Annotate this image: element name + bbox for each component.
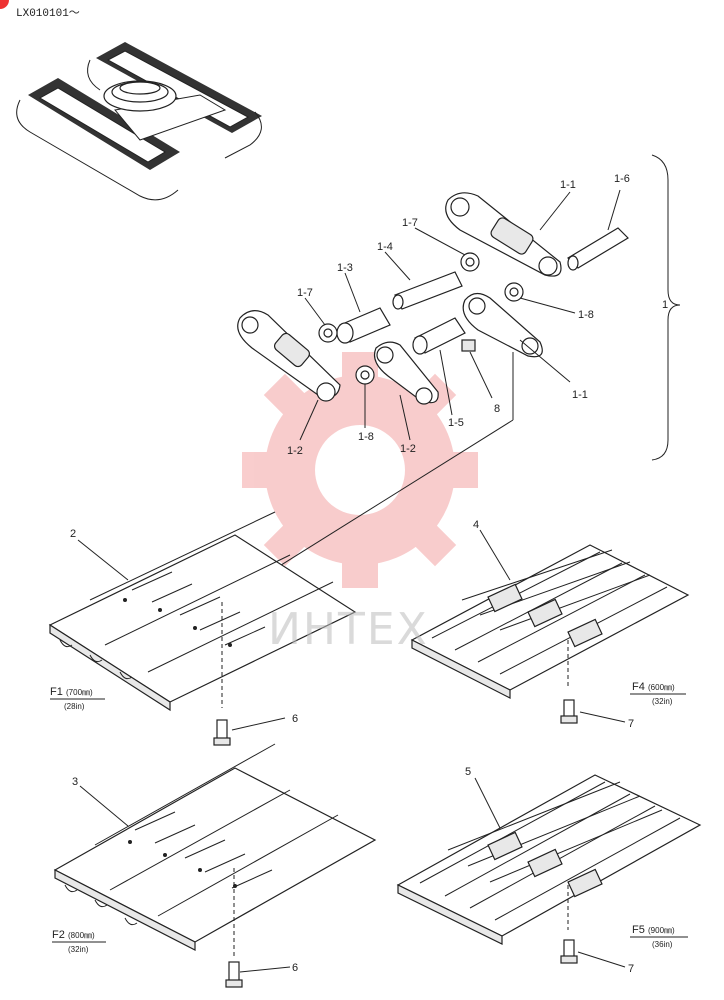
bushing-1-3 [336, 307, 391, 344]
track-shoe-3 [53, 743, 377, 951]
bolt-7-upper [560, 699, 578, 724]
shoe-code-f5: F5 [632, 924, 645, 936]
watermark-gear-icon [242, 352, 478, 588]
leader-lines-lower [77, 539, 626, 973]
nut-8 [461, 339, 476, 352]
shoe-width-mm-f1: (700㎜) [66, 688, 93, 697]
shoe-code-f4: F4 [632, 681, 645, 693]
callout-1-1-upper: 1-1 [560, 179, 576, 191]
link-1-1-lower [462, 292, 543, 358]
bushing-1-5 [412, 317, 466, 355]
model-range-header: LX010101～ [16, 8, 80, 20]
callout-1: 1 [662, 299, 668, 311]
callout-1-4: 1-4 [377, 241, 393, 253]
shoe-code-f2: F2 [52, 929, 65, 941]
link-1-1-upper [445, 192, 562, 277]
spacer-1-8-upper [504, 282, 524, 302]
pin-1-6 [567, 227, 629, 271]
callout-3: 3 [72, 776, 78, 788]
shoe-width-in-f5: (36in) [652, 940, 673, 949]
callout-8: 8 [494, 403, 500, 415]
callout-6-lower: 6 [292, 962, 298, 974]
callout-4: 4 [473, 519, 479, 531]
track-shoe-4 [410, 544, 690, 699]
leader-5 [474, 777, 501, 829]
callout-1-2-left: 1-2 [287, 445, 303, 457]
corner-mark-icon [0, 0, 9, 9]
undercarriage-overview [16, 42, 262, 201]
callout-1-1-lower: 1-1 [572, 389, 588, 401]
callout-1-8-lower: 1-8 [358, 431, 374, 443]
watermark-text: ИНТЕХ [268, 604, 429, 655]
callout-1-8-upper: 1-8 [578, 309, 594, 321]
callout-1-7-lower: 1-7 [297, 287, 313, 299]
assembly-bracket [651, 154, 681, 461]
shoe-label-f4: F4 (600㎜) (32in) [630, 681, 686, 706]
shoe-width-mm-f4: (600㎜) [648, 683, 675, 692]
shoe-width-in-f1: (28in) [64, 702, 85, 711]
pin-1-4 [392, 271, 463, 310]
spacer-1-8-lower [355, 365, 375, 385]
track-shoe-5 [396, 774, 702, 945]
track-shoe-2 [48, 511, 357, 712]
callout-1-6: 1-6 [614, 173, 630, 185]
callout-6-upper: 6 [292, 713, 298, 725]
callout-1-5: 1-5 [448, 417, 464, 429]
link-1-2-left [237, 310, 341, 402]
link-1-2-right [373, 341, 439, 405]
bolt-6-lower [225, 961, 243, 988]
callout-7-upper: 7 [628, 718, 634, 730]
callout-5: 5 [465, 766, 471, 778]
callout-1-2-right: 1-2 [400, 443, 416, 455]
shoe-width-mm-f5: (900㎜) [648, 926, 675, 935]
callout-1-3: 1-3 [337, 262, 353, 274]
callout-1-7-upper: 1-7 [402, 217, 418, 229]
shoe-code-f1: F1 [50, 686, 63, 698]
seal-1-7-lower [318, 323, 338, 343]
bolt-7-lower [560, 939, 578, 964]
shoe-width-in-f2: (32in) [68, 945, 89, 954]
seal-1-7-upper [460, 252, 480, 272]
shoe-label-f5: F5 (900㎜) (36in) [630, 924, 688, 949]
shoe-label-f2: F2 (800㎜) (32in) [52, 929, 106, 954]
callout-7-lower: 7 [628, 963, 634, 975]
shoe-width-mm-f2: (800㎜) [68, 931, 95, 940]
shoe-width-in-f4: (32in) [652, 697, 673, 706]
bolt-6-upper [213, 719, 231, 746]
leader-4 [479, 529, 511, 581]
shoe-label-f1: F1 (700㎜) (28in) [50, 686, 105, 711]
callout-2: 2 [70, 528, 76, 540]
